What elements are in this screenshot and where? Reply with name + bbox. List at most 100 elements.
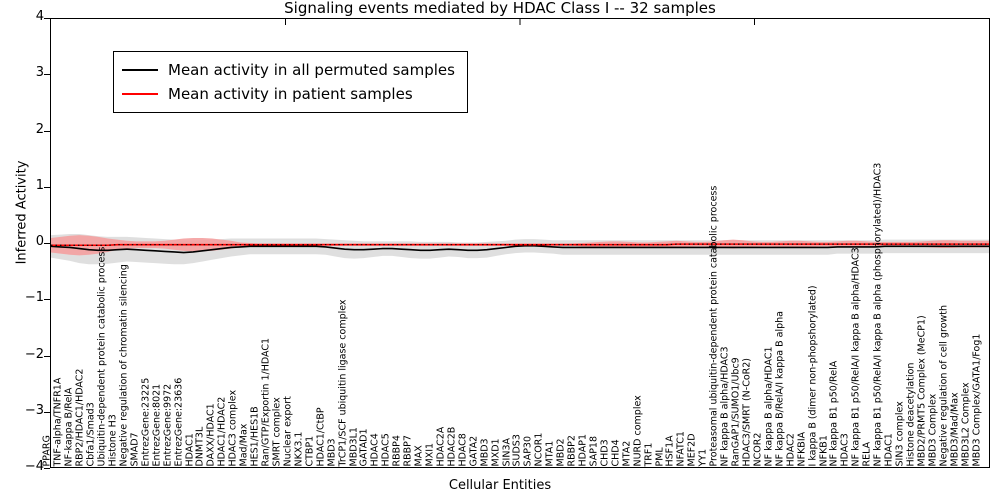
y-tick-mark [44, 299, 50, 301]
x-tick-label: HDAC4 [369, 432, 381, 466]
x-tick-label: MBD3 [326, 437, 338, 466]
x-tick-label: YY1 [697, 448, 709, 466]
series-canvas [51, 19, 989, 265]
x-tick-label: NKX3.1 [293, 431, 305, 466]
x-tick-label: Histone deacetylation [905, 362, 917, 466]
x-tick-label: RBBP2 [566, 434, 578, 466]
y-tick-label: −1 [24, 290, 44, 306]
x-tick-label: MBD3 [479, 437, 491, 466]
x-tick-label: HDAC2A [435, 426, 447, 466]
x-tick-label: I kappa B (dimer non-phopshorylated) [807, 284, 819, 466]
x-axis-top-ticks [285, 19, 755, 25]
x-tick-label: SUDS3 [511, 433, 523, 466]
x-tick-label: RanGAP1/SUMO1/Ubc9 [730, 356, 742, 466]
x-tick-label: TrCP1/SCF ubiquitin ligase complex [337, 298, 349, 466]
x-tick-label: SAP30 [522, 435, 534, 466]
x-tick-label: MBD2 [555, 437, 567, 466]
x-tick-label: NF kappa B1 p50/RelA [828, 360, 840, 466]
x-tick-label: HDAC1 [883, 432, 895, 466]
y-tick-mark [44, 74, 50, 76]
x-tick-label: DAXX/HDAC1 [205, 402, 217, 466]
legend-entry-patient: Mean activity in patient samples [122, 82, 455, 106]
x-tick-label: MTA1 [544, 440, 556, 466]
confidence-bands [51, 234, 989, 265]
y-tick-label: −3 [24, 402, 44, 418]
x-tick-label: HES1/HES1B [249, 405, 261, 466]
y-tick-label: 1 [35, 177, 44, 193]
x-tick-label: Ubiquitin-dependent protein catabolic pr… [96, 246, 108, 466]
legend-label-permuted: Mean activity in all permuted samples [168, 61, 455, 79]
x-tick-label: HSF1A [664, 434, 676, 466]
x-tick-label: MXI1 [424, 442, 436, 466]
x-tick-label: HDAC5 [380, 432, 392, 466]
x-tick-label: NF kappa B/RelA/I kappa B alpha [774, 310, 786, 466]
x-tick-label: MBD3 Complex/GATA1/Fog1 [971, 333, 983, 466]
line-permuted [51, 245, 989, 254]
x-tick-label: NF kappa B alpha/HDAC1 [763, 345, 775, 466]
x-tick-label: NF-kappa B/RelA [63, 387, 75, 466]
x-tick-label: MBD3L2 Complex [960, 381, 972, 466]
y-tick-mark [44, 130, 50, 132]
x-tick-label: GATA2 [468, 435, 480, 466]
x-tick-label: Negative regulation of chromatin silenci… [118, 263, 130, 466]
x-tick-label: HDAC1 [184, 432, 196, 466]
x-tick-label: RELA [861, 441, 873, 466]
y-tick-label: 4 [35, 9, 44, 24]
x-tick-label: HDAC3 [839, 432, 851, 466]
x-tick-label: SIN3 complex [894, 400, 906, 466]
x-tick-label: HDAC2 [785, 432, 797, 466]
x-tick-label: Negative regulation of cell growth [938, 304, 950, 466]
x-tick-label: MBD3/Mad/Max [949, 391, 961, 466]
y-tick-mark [44, 355, 50, 357]
x-tick-label: EntrezGene:23636 [173, 377, 185, 466]
x-tick-label: Ran/GTP/Exportin 1/HDAC1 [260, 337, 272, 466]
x-tick-label: Cbfa1/Smad3 [85, 401, 97, 466]
x-tick-label: HDAC3 complex [227, 389, 239, 466]
legend-swatch-black-line [122, 69, 158, 71]
x-tick-label: PML [654, 446, 666, 466]
y-tick-mark [44, 186, 50, 188]
x-tick-label: GATAD1 [358, 427, 370, 466]
x-tick-label: NFATC1 [675, 430, 687, 466]
x-tick-label: HDAC2B [446, 426, 458, 466]
x-tick-label: NF kappa B1 p50/RelA/I kappa B alpha/HDA… [850, 246, 862, 466]
x-tick-label: CTBP1 [304, 435, 316, 466]
x-tick-label: NURD complex [632, 394, 644, 466]
x-tick-label: MBD3 Complex [927, 393, 939, 466]
x-tick-label: HDAC1/HDAC2 [216, 396, 228, 466]
x-tick-label: MAX [413, 444, 425, 466]
x-tick-label: NCOR1 [533, 432, 545, 466]
x-tick-label: SAP18 [588, 435, 600, 466]
x-tick-label: MTA2 [621, 440, 633, 466]
line-markers-patient [51, 243, 989, 246]
x-tick-label: CHD3 [599, 438, 611, 466]
y-tick-label: −2 [24, 346, 44, 362]
x-tick-label: Histone H3 [107, 413, 119, 466]
x-tick-label: SMRT complex [271, 396, 283, 466]
x-tick-label: EntrezGene:9972 [162, 383, 174, 466]
x-tick-label: HDAP1 [577, 433, 589, 466]
x-tick-label: Mad/Max [238, 423, 250, 466]
x-tick-label: CHD4 [610, 438, 622, 466]
legend: Mean activity in all permuted samples Me… [113, 51, 468, 113]
x-tick-label: Nuclear export [282, 395, 294, 466]
x-tick-label: EntrezGene:8021 [151, 383, 163, 466]
x-tick-label: NFKBIA [796, 431, 808, 466]
x-tick-label: NCOR2 [752, 432, 764, 466]
x-tick-label: SMAD7 [129, 431, 141, 466]
x-tick-label: HDAC3/SMRT (N-CoR2) [741, 357, 753, 467]
legend-entry-permuted: Mean activity in all permuted samples [122, 58, 455, 82]
x-tick-label: NFKB1 [818, 434, 829, 466]
x-tick-label: RBBP4 [391, 434, 403, 466]
x-tick-label: NF kappa B alpha/HDAC3 [719, 345, 731, 466]
x-axis-label: Cellular Entities [448, 478, 552, 493]
x-tick-label: MBD2/PRMT5 Complex (MeCP1) [916, 314, 928, 466]
y-tick-mark [44, 411, 50, 413]
plot-area: Mean activity in all permuted samples Me… [50, 18, 990, 468]
x-tick-label: TNF-alpha/TNFR1A [52, 377, 64, 466]
x-tick-label: HDAC1/CtBP [315, 406, 327, 466]
y-tick-label: −4 [24, 459, 44, 474]
x-tick-label: MBD3L1 [348, 426, 359, 466]
x-tick-label: Proteasomal ubiquitin-dependent protein … [708, 185, 720, 466]
